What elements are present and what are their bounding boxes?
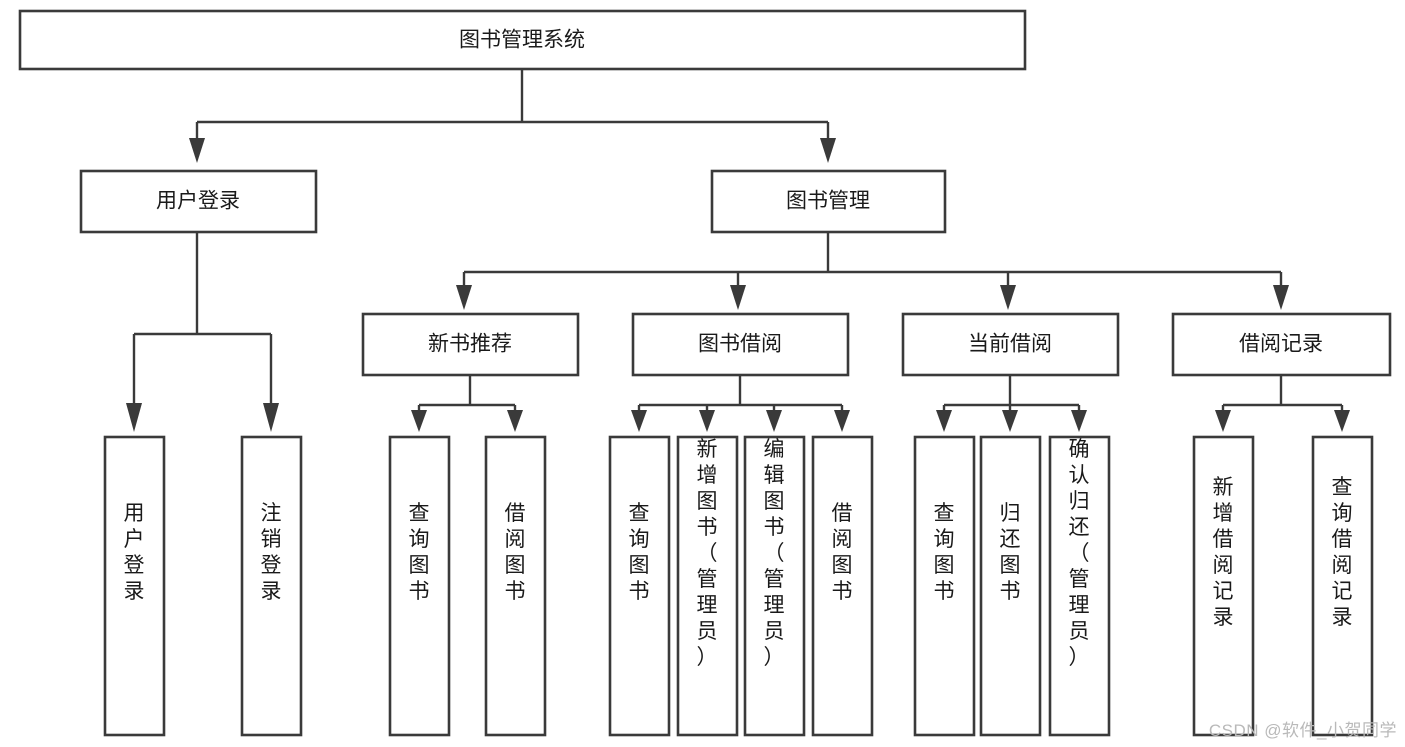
node-leaf-borrow-book-1[interactable]: 借阅图书 bbox=[484, 435, 547, 737]
node-leaf-borrow-book-1-label: 借阅图书 bbox=[505, 502, 526, 603]
node-leaf-query-record-label: 查询借阅记录 bbox=[1332, 476, 1353, 629]
node-leaf-edit-book[interactable]: 编辑图书（管理员） bbox=[743, 435, 806, 737]
node-leaf-query-book-3-label: 查询图书 bbox=[934, 502, 955, 603]
node-leaf-add-record-label: 新增借阅记录 bbox=[1213, 476, 1234, 629]
arrow-head-current-borrow bbox=[1000, 285, 1016, 310]
node-leaf-confirm-return[interactable]: 确认归还（管理员） bbox=[1048, 435, 1111, 737]
node-book-borrow-label: 图书借阅 bbox=[698, 333, 782, 356]
node-leaf-logout-label: 注销登录 bbox=[261, 502, 282, 603]
arrow-head-user-login bbox=[189, 138, 205, 163]
arrow-head-leaf-add-book bbox=[699, 410, 715, 432]
node-leaf-query-book-2-label: 查询图书 bbox=[629, 502, 650, 603]
node-leaf-user-login-box[interactable] bbox=[103, 435, 166, 737]
node-leaf-query-book-2-box[interactable] bbox=[608, 435, 671, 737]
node-leaf-return-book-label: 归还图书 bbox=[1000, 502, 1021, 603]
csdn-watermark: CSDN @软件_小贺同学 bbox=[1208, 721, 1397, 740]
arrow-head-book-management bbox=[820, 138, 836, 163]
arrow-head-leaf-edit-book bbox=[766, 410, 782, 432]
node-user-login-box[interactable] bbox=[79, 169, 318, 234]
node-new-book-recommend-label: 新书推荐 bbox=[428, 333, 512, 356]
arrow-head-leaf-query-book-2 bbox=[631, 410, 647, 432]
node-book-management-label: 图书管理 bbox=[786, 190, 870, 213]
node-leaf-edit-book-box[interactable] bbox=[743, 435, 806, 737]
node-user-login[interactable]: 用户登录 bbox=[79, 169, 318, 234]
arrow-head-leaf-user-login bbox=[126, 403, 142, 432]
arrow-head-leaf-query-record bbox=[1334, 410, 1350, 432]
node-leaf-borrow-book-2[interactable]: 借阅图书 bbox=[811, 435, 874, 737]
node-root-box[interactable] bbox=[18, 9, 1027, 71]
node-leaf-add-book[interactable]: 新增图书（管理员） bbox=[676, 435, 739, 737]
node-leaf-query-record[interactable]: 查询借阅记录 bbox=[1311, 435, 1374, 737]
node-leaf-borrow-book-1-box[interactable] bbox=[484, 435, 547, 737]
node-leaf-add-book-label: 新增图书（管理员） bbox=[697, 438, 718, 669]
node-leaf-confirm-return-box[interactable] bbox=[1048, 435, 1111, 737]
node-borrow-record[interactable]: 借阅记录 bbox=[1171, 312, 1392, 377]
node-leaf-query-book-1[interactable]: 查询图书 bbox=[388, 435, 451, 737]
node-leaf-logout-box[interactable] bbox=[240, 435, 303, 737]
node-root-label: 图书管理系统 bbox=[459, 29, 585, 52]
node-book-borrow-box[interactable] bbox=[631, 312, 850, 377]
node-leaf-confirm-return-label: 确认归还（管理员） bbox=[1069, 438, 1090, 669]
arrow-head-leaf-add-record bbox=[1215, 410, 1231, 432]
node-leaf-return-book[interactable]: 归还图书 bbox=[979, 435, 1042, 737]
arrow-head-borrow-record bbox=[1273, 285, 1289, 310]
node-leaf-query-book-3[interactable]: 查询图书 bbox=[913, 435, 976, 737]
arrow-head-leaf-return-book bbox=[1002, 410, 1018, 432]
node-current-borrow-label: 当前借阅 bbox=[968, 333, 1052, 356]
node-book-borrow[interactable]: 图书借阅 bbox=[631, 312, 850, 377]
arrow-head-new-book-recommend bbox=[456, 285, 472, 310]
arrow-head-leaf-logout bbox=[263, 403, 279, 432]
node-book-management-box[interactable] bbox=[710, 169, 947, 234]
node-leaf-add-record[interactable]: 新增借阅记录 bbox=[1192, 435, 1255, 737]
node-leaf-query-book-1-label: 查询图书 bbox=[409, 502, 430, 603]
node-current-borrow-box[interactable] bbox=[901, 312, 1120, 377]
node-book-management[interactable]: 图书管理 bbox=[710, 169, 947, 234]
node-current-borrow[interactable]: 当前借阅 bbox=[901, 312, 1120, 377]
arrow-head-leaf-query-book-1 bbox=[411, 410, 427, 432]
arrow-head-leaf-query-book-3 bbox=[936, 410, 952, 432]
node-leaf-user-login-label: 用户登录 bbox=[124, 502, 145, 603]
arrow-head-leaf-confirm-return bbox=[1071, 410, 1087, 432]
connector-group bbox=[126, 69, 1350, 432]
node-borrow-record-label: 借阅记录 bbox=[1239, 333, 1323, 356]
node-leaf-query-record-box[interactable] bbox=[1311, 435, 1374, 737]
node-leaf-user-login[interactable]: 用户登录 bbox=[103, 435, 166, 737]
arrow-head-leaf-borrow-book-1 bbox=[507, 410, 523, 432]
node-leaf-add-record-box[interactable] bbox=[1192, 435, 1255, 737]
node-root-book-management-system[interactable]: 图书管理系统 bbox=[18, 9, 1027, 71]
node-new-book-recommend[interactable]: 新书推荐 bbox=[361, 312, 580, 377]
node-new-book-recommend-box[interactable] bbox=[361, 312, 580, 377]
node-leaf-return-book-box[interactable] bbox=[979, 435, 1042, 737]
arrow-head-leaf-borrow-book-2 bbox=[834, 410, 850, 432]
node-leaf-edit-book-label: 编辑图书（管理员） bbox=[764, 438, 785, 669]
node-leaf-borrow-book-2-box[interactable] bbox=[811, 435, 874, 737]
node-leaf-borrow-book-2-label: 借阅图书 bbox=[832, 502, 853, 603]
node-leaf-logout[interactable]: 注销登录 bbox=[240, 435, 303, 737]
arrow-head-book-borrow bbox=[730, 285, 746, 310]
node-leaf-add-book-box[interactable] bbox=[676, 435, 739, 737]
node-leaf-query-book-3-box[interactable] bbox=[913, 435, 976, 737]
node-leaf-query-book-1-box[interactable] bbox=[388, 435, 451, 737]
node-leaf-query-book-2[interactable]: 查询图书 bbox=[608, 435, 671, 737]
node-borrow-record-box[interactable] bbox=[1171, 312, 1392, 377]
node-user-login-label: 用户登录 bbox=[156, 190, 240, 213]
